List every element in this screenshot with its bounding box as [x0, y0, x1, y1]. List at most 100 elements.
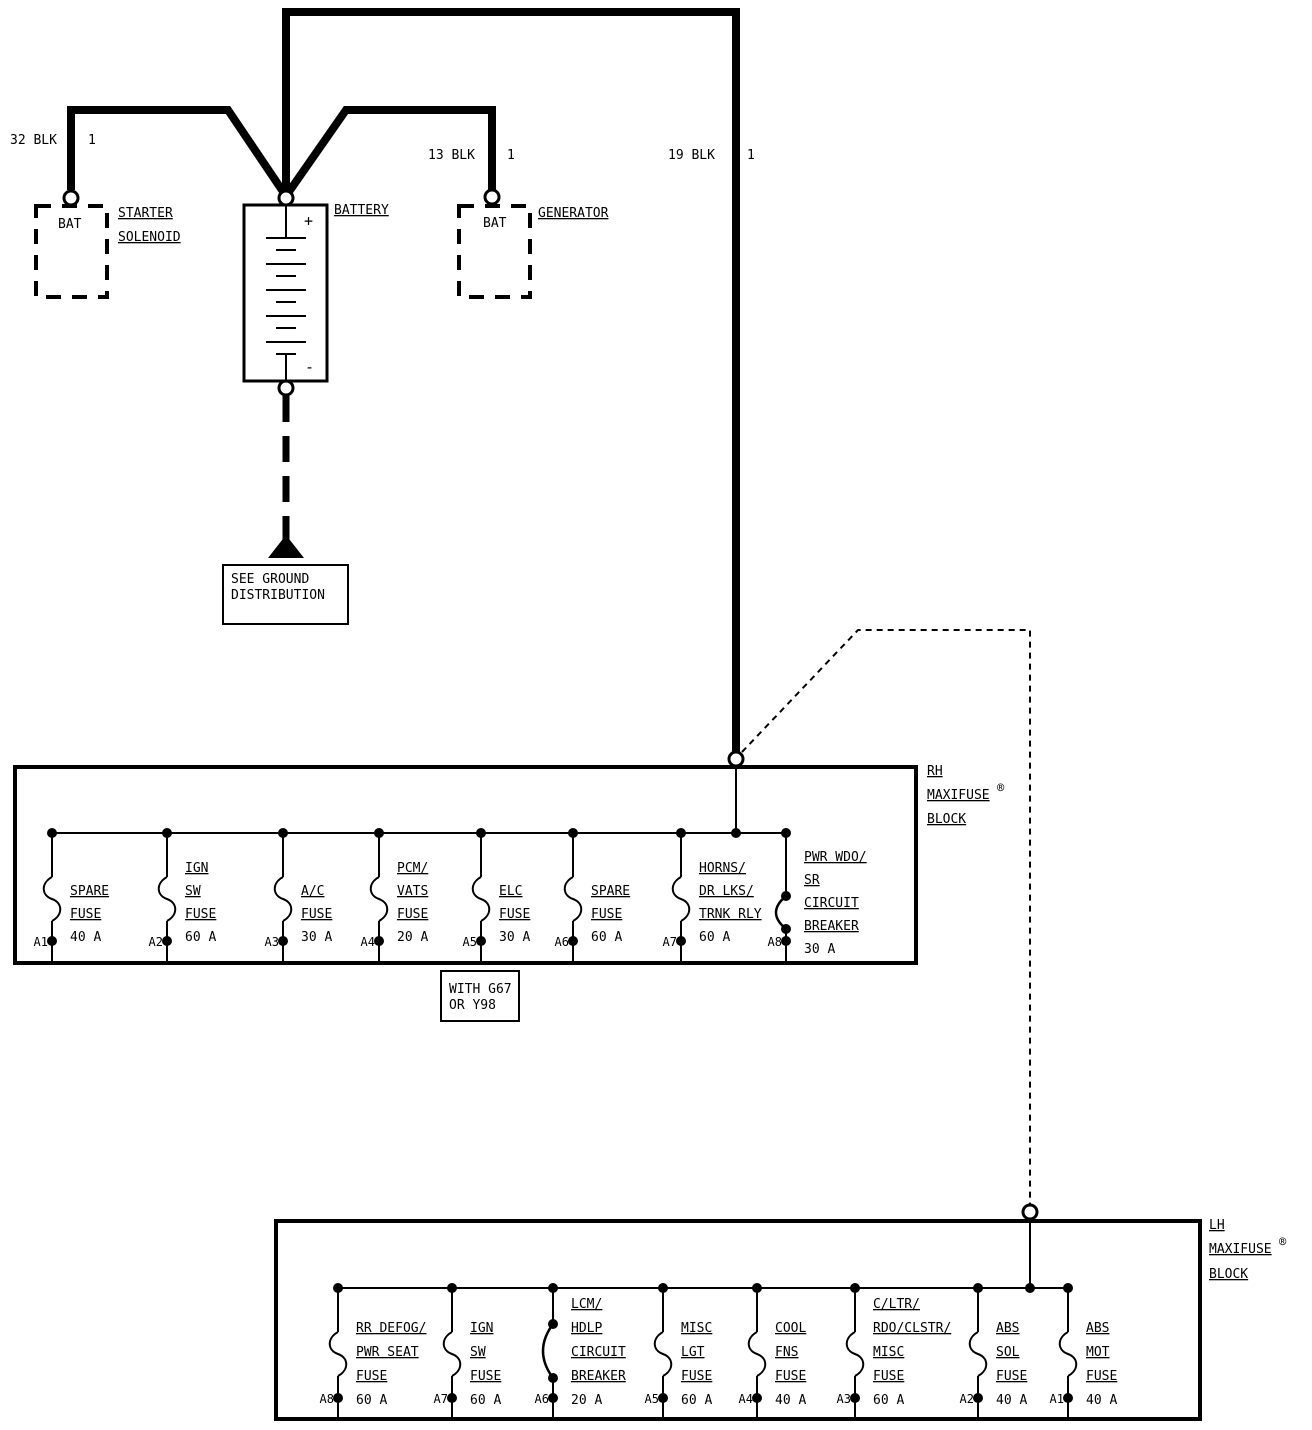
item-rating: 60 A [185, 930, 216, 945]
starter-cable [67, 106, 290, 199]
generator-wire-pin: 1 [507, 148, 515, 163]
fuse-icon [42, 876, 62, 922]
item-label-elc: ELC [499, 884, 522, 899]
pin-label-a6: A6 [535, 1392, 549, 1406]
item-label-fns: FNS [775, 1345, 798, 1360]
generator-cable [282, 106, 496, 199]
fuse-icon [653, 1331, 673, 1377]
pin-label-a4: A4 [361, 935, 375, 949]
pin-label-a2: A2 [960, 1392, 974, 1406]
battery-cables [67, 8, 740, 756]
item-label-fuse: FUSE [185, 907, 216, 922]
item-label-circuit: CIRCUIT [571, 1345, 626, 1360]
item-label-horns: HORNS/ [699, 861, 746, 876]
lh-name-line3: BLOCK [1209, 1267, 1248, 1282]
battery-negative-terminal [277, 379, 295, 397]
pin-label-a2: A2 [149, 935, 163, 949]
item-rating: 40 A [1086, 1393, 1117, 1408]
pin-label-a7: A7 [663, 935, 677, 949]
battery-plus-sign: + [304, 212, 313, 230]
ground-path: SEE GROUND DISTRIBUTION [222, 396, 349, 625]
fuse-icon [442, 1331, 462, 1377]
item-label-fuse: FUSE [499, 907, 530, 922]
item-rating: 60 A [681, 1393, 712, 1408]
item-label-sw: SW [185, 884, 201, 899]
rh-name-line2: MAXIFUSE [927, 788, 990, 803]
pin-label-a8: A8 [768, 935, 782, 949]
item-label-ign: IGN [470, 1321, 493, 1336]
generator-wire-label: 13 BLK [428, 148, 475, 163]
fuse-icon [273, 876, 293, 922]
item-label-pwr-seat: PWR SEAT [356, 1345, 419, 1360]
circuit-breaker-icon [541, 1323, 555, 1379]
fuse-icon [747, 1331, 767, 1377]
generator-terminal [483, 188, 501, 206]
item-label-cool: COOL [775, 1321, 806, 1336]
item-label-fuse: FUSE [996, 1369, 1027, 1384]
starter-terminal [62, 189, 80, 207]
item-label-fuse: FUSE [873, 1369, 904, 1384]
ground-arrow-icon [268, 535, 304, 558]
starter-wire-pin: 1 [88, 133, 96, 148]
pin-label-a1: A1 [34, 935, 48, 949]
item-label-ign: IGN [185, 861, 208, 876]
pin-label-a4: A4 [739, 1392, 753, 1406]
item-label-pcm: PCM/ [397, 861, 428, 876]
item-label-circuit: CIRCUIT [804, 896, 859, 911]
circuit-breaker-icon [774, 895, 787, 930]
item-label-rdo-clstr: RDO/CLSTR/ [873, 1321, 951, 1336]
item-label-fuse: FUSE [301, 907, 332, 922]
item-rating: 60 A [356, 1393, 387, 1408]
rh-registered-mark: ® [997, 781, 1005, 795]
item-label-sr: SR [804, 873, 820, 888]
rh-feed-terminal [727, 750, 745, 768]
item-label-fuse: FUSE [470, 1369, 501, 1384]
rh-item-a2: A2 IGN SW FUSE 60 A [149, 828, 216, 963]
rh-item-a5: A5 ELC FUSE 30 A [463, 828, 530, 963]
item-label-dr-lks: DR LKS/ [699, 884, 754, 899]
ground-note-line2: DISTRIBUTION [231, 588, 325, 603]
item-rating: 40 A [70, 930, 101, 945]
fuse-icon [328, 1331, 348, 1377]
item-label-abs: ABS [1086, 1321, 1109, 1336]
fuse-icon [563, 876, 583, 922]
item-rating: 30 A [301, 930, 332, 945]
pin-label-a5: A5 [463, 935, 477, 949]
item-rating: 60 A [699, 930, 730, 945]
rh-option-note-line2: OR Y98 [449, 998, 496, 1013]
rh-name-line1: RH [927, 764, 943, 779]
generator-name: GENERATOR [538, 206, 609, 221]
item-rating: 60 A [873, 1393, 904, 1408]
fuse-icon [671, 876, 691, 922]
starter-terminal-label: BAT [58, 217, 82, 232]
pin-label-a6: A6 [555, 935, 569, 949]
fuse-icon [968, 1331, 988, 1377]
item-label-sw: SW [470, 1345, 486, 1360]
item-label-lgt: LGT [681, 1345, 705, 1360]
generator: BAT GENERATOR [457, 188, 609, 299]
item-rating: 30 A [499, 930, 530, 945]
ground-note-line1: SEE GROUND [231, 572, 309, 587]
lh-feed-terminal [1021, 1203, 1039, 1221]
item-rating: 20 A [571, 1393, 602, 1408]
item-label-fuse: FUSE [397, 907, 428, 922]
rh-name-line3: BLOCK [927, 812, 966, 827]
item-label-spare: SPARE [591, 884, 630, 899]
item-rating: 60 A [470, 1393, 501, 1408]
fuse-icon [845, 1331, 865, 1377]
item-label-sol: SOL [996, 1345, 1020, 1360]
battery: + - BATTERY [242, 189, 389, 397]
item-label-fuse: FUSE [1086, 1369, 1117, 1384]
lh-name-line2: MAXIFUSE [1209, 1242, 1272, 1257]
starter-wire-label: 32 BLK [10, 133, 57, 148]
